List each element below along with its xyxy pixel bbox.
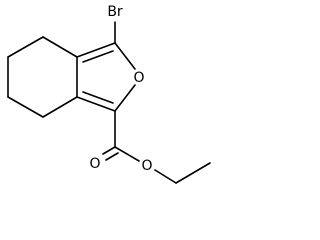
ester-oxygen-atom-label: O xyxy=(141,158,152,174)
bond-c3-o2 xyxy=(114,42,136,70)
carbonyl-oxygen-atom-label: O xyxy=(89,156,100,172)
bond-carbon-ester-oxygen xyxy=(114,146,140,162)
bond-carbonyl-double-2 xyxy=(105,152,119,161)
ring-oxygen-atom-label: O xyxy=(133,70,144,86)
bond-c1-c7a-double-inner xyxy=(82,91,114,104)
bond-c4-c5 xyxy=(7,36,44,58)
bond-ester-oxygen-ch2 xyxy=(154,169,177,184)
bond-c7-c7a xyxy=(42,96,78,118)
bond-c3a-c3-double xyxy=(76,42,116,58)
bond-ch2-ch3 xyxy=(175,162,211,184)
bond-o2-c1 xyxy=(114,84,136,112)
bond-c3a-c3-double-inner xyxy=(82,50,114,63)
bond-carbonyl-double-1 xyxy=(102,146,116,155)
bond-c6-c7 xyxy=(7,96,44,118)
bond-c3a-c4 xyxy=(42,36,78,58)
furan-ring xyxy=(76,42,136,112)
structure-diagram: Br O O O xyxy=(7,4,211,184)
bromine-atom-label: Br xyxy=(107,4,123,20)
cyclohexane-ring xyxy=(7,36,78,118)
bond-c1-c7a-double xyxy=(76,96,116,112)
